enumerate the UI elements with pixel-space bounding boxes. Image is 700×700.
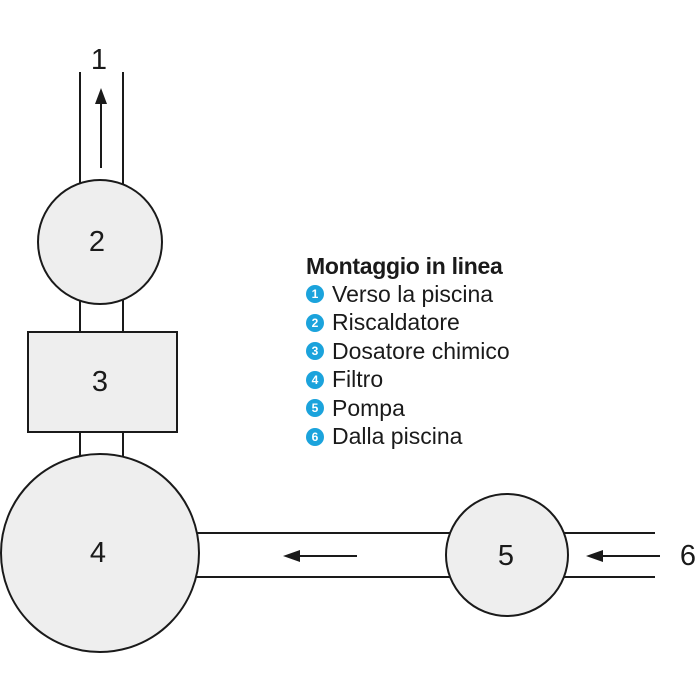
legend-title: Montaggio in linea (306, 253, 503, 279)
legend-item-label: Dosatore chimico (332, 337, 510, 364)
legend-item: 4 Filtro (306, 366, 686, 395)
legend-item: 1 Verso la piscina (306, 280, 686, 309)
inlet-pipe (560, 532, 655, 578)
chemical-feeder-component: 3 (27, 331, 178, 433)
inlet-arrow-icon (586, 550, 660, 562)
flow-arrow-left-icon (283, 550, 357, 562)
number-badge-icon: 6 (306, 427, 324, 446)
legend-item-label: Riscaldatore (332, 309, 460, 336)
number-badge-icon: 3 (306, 342, 324, 361)
legend-item-label: Filtro (332, 366, 384, 393)
legend-item: 3 Dosatore chimico (306, 337, 686, 366)
outlet-pipe (79, 72, 124, 200)
number-badge-icon: 2 (306, 313, 324, 332)
pipe-pump-to-filter (190, 532, 455, 578)
legend-item-label: Verso la piscina (332, 280, 494, 307)
number-badge-icon: 4 (306, 370, 324, 389)
legend-item-label: Pompa (332, 394, 405, 421)
pump-number: 5 (498, 540, 514, 572)
legend-list: 1 Verso la piscina 2 Riscaldatore 3 Dosa… (306, 280, 686, 451)
heater-number: 2 (89, 226, 105, 258)
legend-item-label: Dalla piscina (332, 423, 463, 450)
filter-component: 4 (0, 453, 200, 653)
legend-item: 6 Dalla piscina (306, 423, 686, 452)
chemical-feeder-number: 3 (92, 366, 108, 398)
heater-component: 2 (37, 179, 163, 305)
outlet-label: 1 (91, 44, 107, 76)
inlet-label: 6 (680, 540, 696, 572)
number-badge-icon: 5 (306, 399, 324, 418)
pump-component: 5 (445, 493, 569, 617)
number-badge-icon: 1 (306, 285, 324, 304)
filter-number: 4 (90, 537, 106, 569)
pipe-heater-to-chemical (79, 296, 124, 336)
outlet-arrow-icon (95, 88, 107, 168)
legend-item: 5 Pompa (306, 394, 686, 423)
legend: Montaggio in linea 1 Verso la piscina 2 … (306, 252, 686, 451)
legend-item: 2 Riscaldatore (306, 309, 686, 338)
